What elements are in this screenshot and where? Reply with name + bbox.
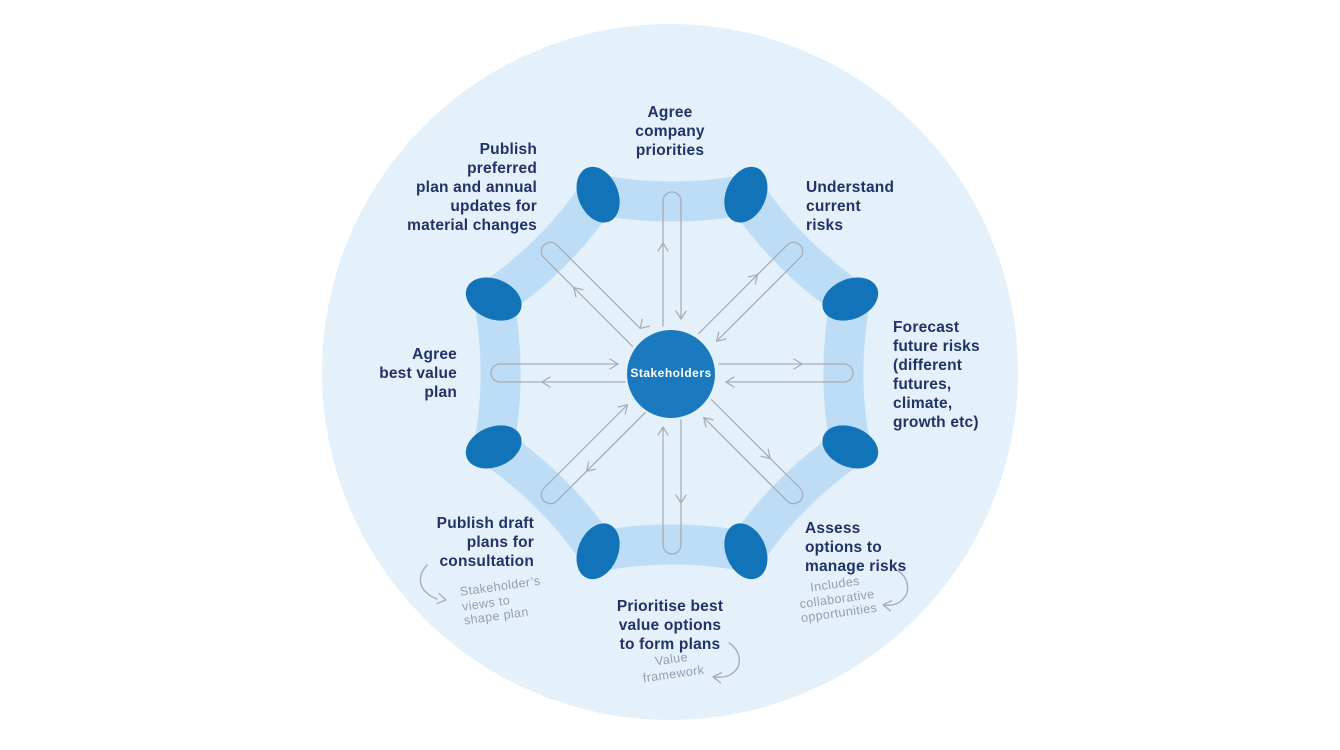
annotation-arrowhead-bottom-icon (712, 672, 723, 684)
node-left-lower (465, 425, 522, 469)
node-top-left (576, 166, 620, 223)
arrow-out-north-icon (657, 242, 669, 252)
annotation-arrowhead-bottom-right-icon (882, 600, 893, 612)
step-label-forecast-future-risks: Forecast future risks (different futures… (893, 319, 980, 431)
spoke-west (490, 363, 626, 383)
annotation-arrow-bottom-right (884, 570, 909, 606)
node-bottom-right (724, 523, 768, 580)
arrow-in-southeast-icon (703, 416, 714, 428)
arrow-in-northwest-icon (639, 318, 651, 330)
step-label-publish-draft-plans: Publish draft plans for consultation (436, 515, 534, 570)
arrow-out-east-icon (793, 358, 803, 370)
spoke-southeast (703, 399, 804, 505)
process-nodes (465, 166, 879, 580)
arrow-in-southwest-icon (617, 404, 629, 415)
step-label-agree-best-value-plan: Agree best value plan (379, 346, 457, 401)
step-label-assess-options: Assess options to manage risks (805, 520, 907, 575)
spoke-north (662, 191, 682, 327)
arrow-in-west-icon (609, 358, 619, 370)
spoke-northwest (540, 241, 641, 347)
arrow-in-east-icon (725, 376, 735, 388)
annotation-arrow-bottom (714, 642, 740, 678)
arrow-in-south-icon (657, 426, 669, 436)
arrow-in-northeast-icon (715, 331, 727, 342)
arrow-in-north-icon (675, 310, 687, 320)
annotation-arrows (419, 564, 909, 684)
arrow-out-southeast-icon (760, 448, 771, 460)
node-right-lower (822, 425, 879, 469)
arrow-out-south-icon (675, 494, 687, 504)
spoke-south (662, 419, 682, 555)
arrow-out-west-icon (541, 376, 551, 388)
annotation-arrowhead-bottom-left-icon (436, 592, 447, 605)
step-label-understand-current-risks: Understand current risks (806, 179, 895, 234)
annotation-arrow-bottom-left (419, 564, 438, 600)
spoke-southwest (540, 404, 646, 505)
hub-circle (627, 330, 715, 418)
spoke-east (718, 363, 854, 383)
node-top-right (724, 166, 768, 223)
arrow-out-southwest-icon (585, 461, 597, 472)
step-label-prioritise-best-value: Prioritise best value options to form pl… (616, 598, 724, 653)
arrow-out-northeast-icon (747, 274, 759, 285)
node-bottom-left (576, 523, 620, 580)
spoke-northeast (698, 241, 804, 342)
step-label-publish-preferred-plan: Publish preferred plan and annual update… (407, 141, 537, 234)
step-label-agree-company-priorities: Agree company priorities (635, 104, 705, 159)
hub-label: Stakeholders (630, 366, 712, 380)
spoke-arrows (490, 191, 854, 555)
node-left-upper (465, 277, 522, 321)
node-right-upper (822, 277, 879, 321)
arrow-out-northwest-icon (573, 286, 584, 298)
